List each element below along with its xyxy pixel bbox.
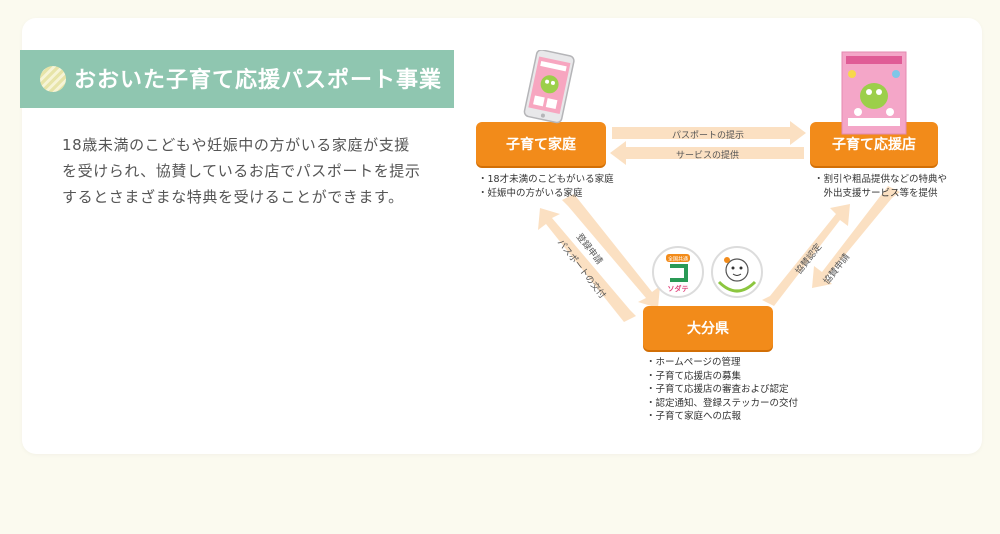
note-line: ・割引や粗品提供などの特典や — [814, 174, 948, 185]
prefecture-notes: ・ホームページの管理 ・子育て応援店の募集 ・子育て応援店の審査および認定 ・認… — [646, 356, 798, 424]
arrow-passport-present — [612, 121, 806, 145]
note-line: ・妊娠中の方がいる家庭 — [478, 187, 583, 199]
description-line: 18歳未満のこどもや妊娠中の方がいる家庭が支援 — [62, 136, 410, 154]
prefecture-box: 大分県 — [643, 306, 773, 350]
arrow-sponsor-apply — [812, 186, 900, 288]
family-box: 子育て家庭 — [476, 122, 606, 166]
logo-badge-text: 全国共通 — [668, 256, 688, 263]
section-title-band — [20, 50, 454, 108]
note-line: 外出支援サービス等を提供 — [814, 187, 938, 199]
mascot-face-icon — [717, 257, 757, 293]
arrow-register-apply — [562, 194, 660, 308]
note-line: ・認定通知、登録ステッカーの交付 — [646, 397, 799, 409]
store-poster-illustration — [841, 51, 907, 135]
family-notes: ・18才未満のこどもがいる家庭 ・妊娠中の方がいる家庭 — [478, 173, 614, 200]
striped-circle-icon — [40, 66, 66, 92]
logo-soda-text: ソダテ — [668, 284, 689, 293]
kosodate-logo: 全国共通 ソダテ — [652, 246, 704, 298]
store-notes: ・割引や粗品提供などの特典や 外出支援サービス等を提供 — [814, 173, 947, 200]
label-passport-present: パスポートの提示 — [672, 131, 745, 141]
description-line: を受けられ、協賛しているお店でパスポートを提示 — [62, 162, 421, 180]
arrow-sponsor-approve — [762, 204, 850, 306]
section-title: おおいた子育て応援パスポート事業 — [74, 68, 443, 93]
note-line: ・子育て応援店の募集 — [646, 370, 742, 382]
soda-logo-icon: 全国共通 ソダテ — [666, 254, 690, 293]
arrow-passport-issue — [538, 208, 636, 322]
mascot-logo — [711, 246, 763, 298]
label-service-provide: サービスの提供 — [676, 151, 740, 161]
arrow-service-provide — [610, 141, 804, 165]
note-line: ・子育て家庭への広報 — [646, 411, 742, 422]
description-text: 18歳未満のこどもや妊娠中の方がいる家庭が支援 を受けられ、協賛しているお店でパ… — [62, 132, 434, 210]
smartphone-illustration — [523, 50, 575, 124]
description-line: するとさまざまな特典を受けることができます。 — [62, 188, 404, 206]
note-line: ・ホームページの管理 — [646, 357, 741, 368]
note-line: ・18才未満のこどもがいる家庭 — [478, 174, 614, 185]
note-line: ・子育て応援店の審査および認定 — [646, 384, 789, 395]
